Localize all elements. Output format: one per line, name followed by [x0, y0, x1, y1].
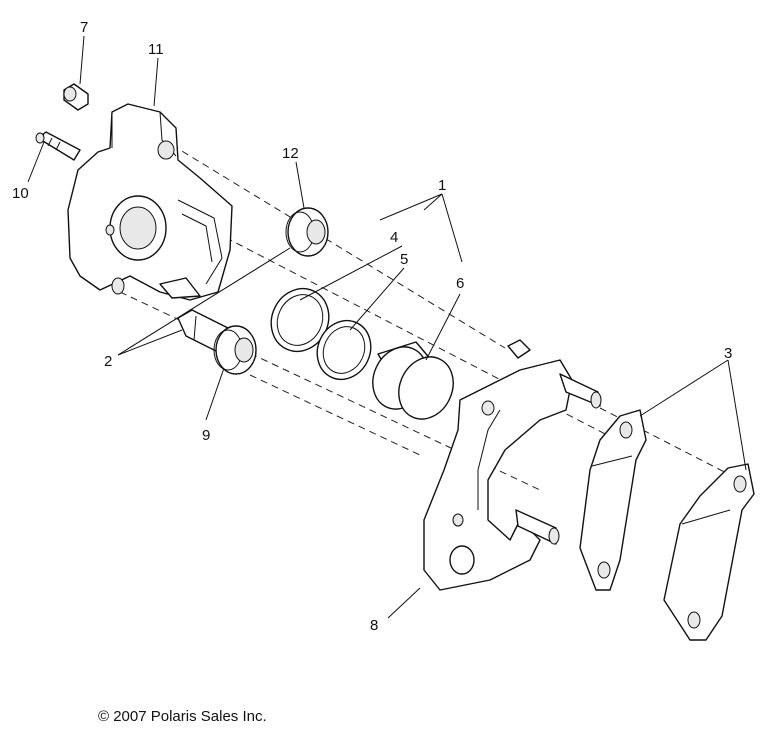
brake-pad-outer: [663, 463, 755, 641]
pin-boot-lower: [213, 325, 257, 375]
callout-7: 7: [80, 19, 88, 36]
callout-labels: 7 11 10 12 1 4 5 6 2 9 3 8: [12, 19, 732, 634]
bleeder-cap: [63, 83, 89, 111]
callout-8: 8: [370, 617, 378, 634]
callout-leaders: [27, 35, 747, 619]
callout-1: 1: [438, 177, 446, 194]
callout-11: 11: [148, 41, 164, 58]
callout-2: 2: [104, 353, 112, 370]
caliper-piston: [372, 341, 454, 420]
dust-seal: [316, 319, 372, 381]
copyright-notice: © 2007 Polaris Sales Inc.: [98, 708, 267, 725]
callout-9: 9: [202, 427, 210, 444]
callout-12: 12: [282, 145, 299, 162]
callout-6: 6: [456, 275, 464, 292]
callout-4: 4: [390, 229, 398, 246]
caliper-bracket: [423, 339, 602, 591]
callout-10: 10: [12, 185, 29, 202]
piston-seal: [270, 287, 330, 353]
pin-boot-upper: [285, 207, 329, 257]
bleeder-screw: [35, 131, 81, 161]
callout-5: 5: [400, 251, 408, 268]
brake-pad-inner: [579, 409, 647, 591]
callout-3: 3: [724, 345, 732, 362]
caliper-body: [67, 103, 233, 301]
